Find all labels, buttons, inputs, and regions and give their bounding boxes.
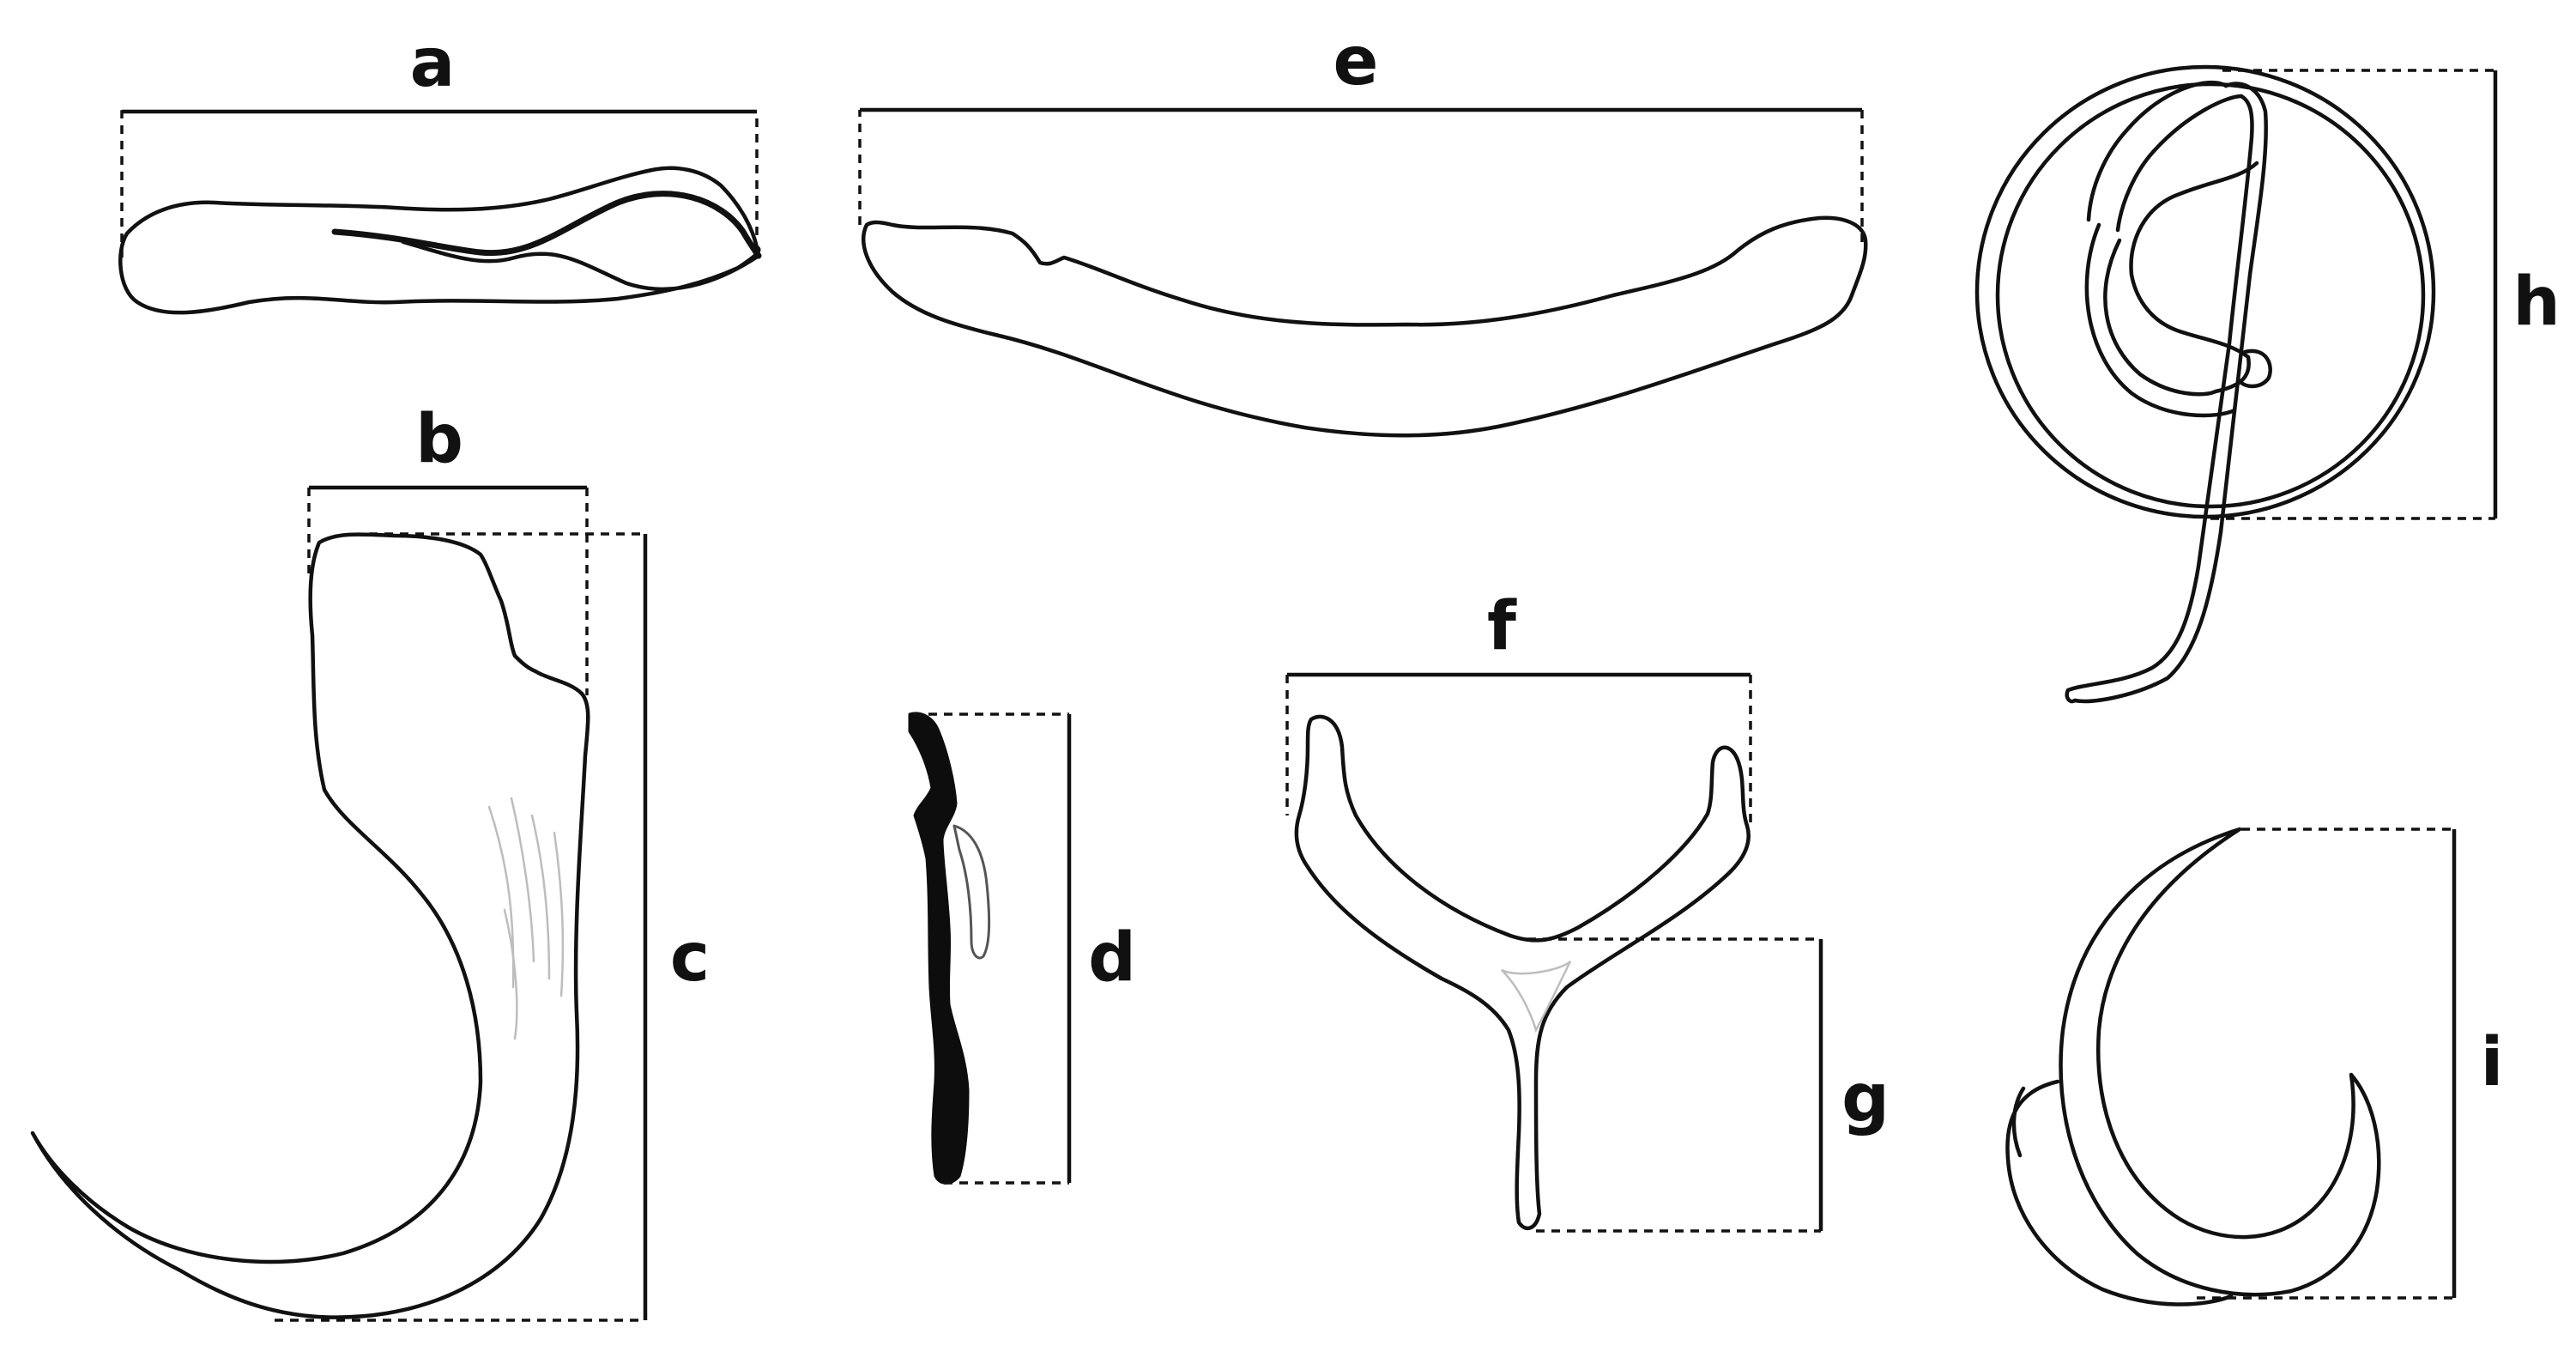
structure-bc-striation-4 xyxy=(553,831,565,997)
structure-h-inner-loop-inner xyxy=(2084,222,2237,418)
label-h: h xyxy=(2513,264,2561,341)
label-i: i xyxy=(2481,1024,2504,1101)
structure-fg: f g xyxy=(1285,588,1890,1233)
structure-e: e xyxy=(858,23,1868,438)
label-f: f xyxy=(1487,588,1517,665)
structure-bc: b c xyxy=(30,401,710,1322)
structure-bc-striation-3 xyxy=(530,814,551,980)
label-g: g xyxy=(1841,1060,1890,1137)
structure-h-tail-left xyxy=(2086,81,2244,233)
label-d: d xyxy=(1088,919,1136,997)
structure-fg-triangle xyxy=(1501,961,1572,1034)
structure-h-outer-coil-outer xyxy=(1974,64,2436,519)
structure-h-knot xyxy=(2239,349,2272,389)
structure-a-outline xyxy=(118,166,761,315)
structure-bc-outline xyxy=(30,532,590,1319)
structure-i: i xyxy=(2005,827,2504,1306)
label-e: e xyxy=(1333,23,1379,100)
structure-h-stem-outer xyxy=(2072,82,2268,704)
structure-d-solid-body xyxy=(908,712,970,1185)
structure-a: a xyxy=(118,25,762,315)
structure-h-inner-loop-outer xyxy=(2103,161,2259,397)
structure-bc-striation-5 xyxy=(503,908,518,1040)
structure-e-outline xyxy=(862,215,1868,438)
structure-i-outer xyxy=(2059,827,2381,1297)
label-a: a xyxy=(410,25,456,102)
structure-i-lower-flange xyxy=(2005,1079,2234,1306)
structure-h-outer-coil-inner xyxy=(1995,82,2426,509)
structure-h-stem-inner xyxy=(2065,94,2254,704)
structure-bc-striation-2 xyxy=(510,797,535,963)
label-b: b xyxy=(415,401,463,478)
structure-h: h xyxy=(1974,64,2561,704)
label-c: c xyxy=(670,919,710,997)
structure-i-flange-tip xyxy=(2011,1086,2026,1158)
structure-d-thin-process xyxy=(952,824,991,960)
structure-a-inner-line-1 xyxy=(331,191,762,259)
structure-fg-outline xyxy=(1294,714,1751,1231)
structure-a-inner-line-2 xyxy=(401,239,761,292)
structure-d: d xyxy=(908,712,1136,1185)
